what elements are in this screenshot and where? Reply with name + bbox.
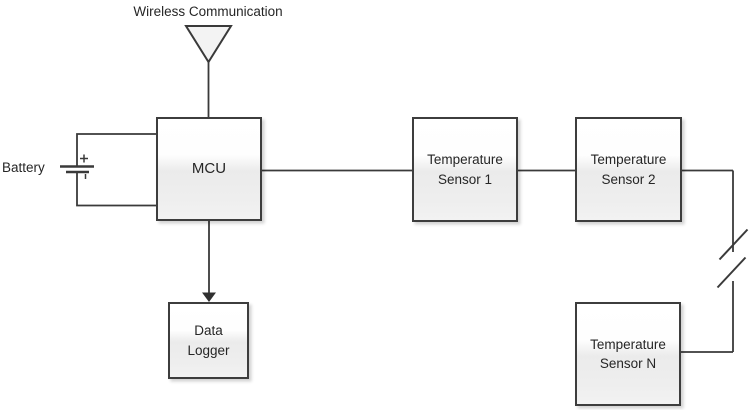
antenna-icon	[184, 25, 233, 64]
wireless-communication-label: Wireless Communication	[133, 4, 283, 19]
sensor1-label-line2: Sensor 1	[437, 171, 493, 187]
battery-bottom-wire	[76, 172, 156, 207]
battery-icon	[60, 154, 94, 179]
mcu-label: MCU	[191, 160, 227, 178]
datalogger-label-line1: Data	[194, 323, 223, 338]
sensor2-label-line2: Sensor 2	[601, 171, 656, 187]
temperature-sensor-2-box: Temperature Sensor 2	[575, 117, 682, 222]
sensorN-label-line1: Temperature	[590, 336, 666, 352]
datalogger-label-line2: Logger	[187, 342, 230, 358]
sensorN-label-line2: Sensor N	[599, 356, 657, 371]
temperature-sensor-n-box: Temperature Sensor N	[575, 302, 681, 406]
temperature-sensor-1-box: Temperature Sensor 1	[412, 117, 518, 222]
sensor1-label-line1: Temperature	[427, 152, 503, 167]
battery-top-wire	[76, 133, 156, 166]
mcu-box: MCU	[156, 117, 262, 221]
break-icon	[716, 228, 749, 289]
sensor2-label-line1: Temperature	[590, 152, 667, 167]
battery-label: Battery	[2, 160, 45, 175]
battery-plus-icon	[80, 154, 88, 163]
arrowhead-icon	[202, 292, 216, 302]
data-logger-box: Data Logger	[168, 302, 249, 379]
